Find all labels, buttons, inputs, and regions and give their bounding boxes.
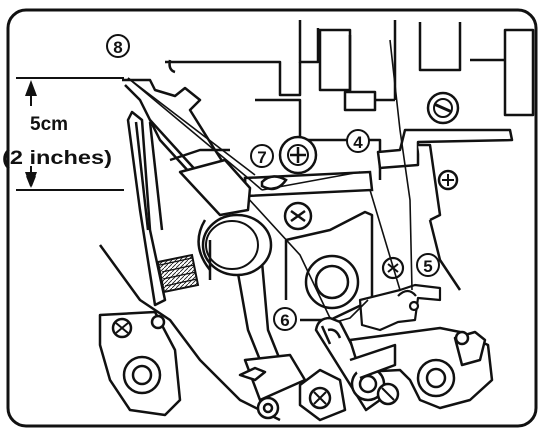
tension-arm (178, 158, 307, 402)
callout-5: 5 (416, 253, 440, 277)
lower-right-looper (348, 326, 494, 410)
callout-8-label: 8 (113, 38, 122, 57)
callout-6-label: 6 (280, 311, 289, 330)
callout-6: 6 (273, 307, 297, 331)
callout-7: 7 (250, 144, 274, 168)
upper-right-screw (426, 91, 460, 125)
right-bracket (376, 128, 514, 291)
measurement-imperial: (2 inches) (2, 148, 112, 169)
screw-7-assembly (278, 135, 318, 175)
left-housing-sweep (98, 148, 281, 422)
callout-4-label: 4 (353, 133, 363, 152)
callout-4: 4 (346, 129, 370, 153)
tension-spring-assembly (122, 78, 230, 307)
measurement-arrows (25, 80, 37, 188)
tension-disc (197, 213, 273, 277)
thread-lines (127, 39, 413, 326)
callout-5-label: 5 (423, 257, 432, 276)
callout-8: 8 (106, 34, 130, 58)
measurement-metric: 5cm (30, 114, 68, 135)
bar-screw (283, 201, 313, 231)
callout-7-label: 7 (257, 148, 266, 167)
lower-left-bracket (98, 310, 182, 417)
thread-guide-5 (358, 283, 442, 332)
hatched-block (156, 253, 200, 294)
center-eccentric (304, 254, 360, 310)
